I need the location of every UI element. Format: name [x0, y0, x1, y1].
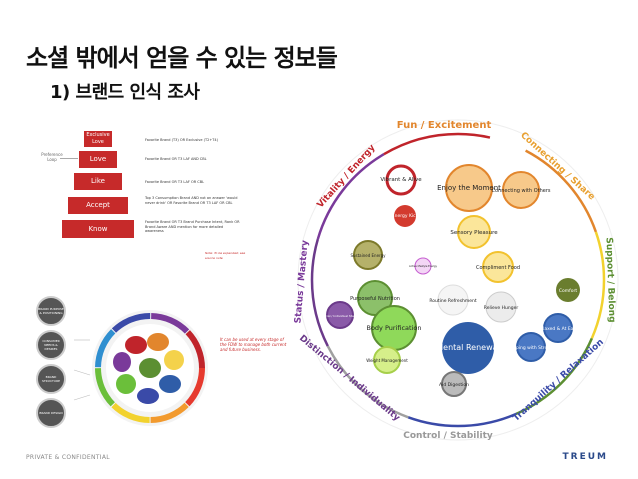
svg-text:Aid Digestion: Aid Digestion [439, 382, 469, 388]
ring-label-vitality: Vitality / Energy [316, 143, 378, 210]
svg-text:Relaxed & At Ease: Relaxed & At Ease [537, 326, 578, 332]
pyramid-desc-2: Favorite Brand OR T3 LAF AND CBL [145, 157, 207, 161]
bubble-energy-kick: Energy Kick [392, 205, 419, 227]
pyramid-desc-5: Favorite Brand OR T3 Brand Purchase Inte… [145, 220, 240, 233]
bubble-active-energy: Active lifestyle Energy [409, 257, 437, 275]
pyramid-level-love: Love [79, 151, 117, 168]
brand-circle-structure: BRAND STRUCTURE [36, 364, 66, 394]
svg-text:Comfort: Comfort [559, 288, 577, 294]
svg-text:Purposeful Nutrition: Purposeful Nutrition [350, 296, 400, 302]
page-subtitle: 1) 브랜드 인식 조사 [50, 82, 200, 103]
bubble-comfort: Comfort [556, 278, 580, 302]
pyramid-desc-1: Favorite Brand (T3) OR Exclusive (T2+T4) [145, 138, 219, 142]
bubble-coping-stress: Coping with Stress [510, 332, 553, 362]
pyramid-desc-3: Favorite Brand OR T3 LAF OR CBL [145, 180, 205, 184]
pyramid-footnote: Note: To be expanded; see source note [205, 251, 246, 260]
svg-text:Vibrant & Alive: Vibrant & Alive [380, 177, 422, 183]
brand-circle-purpose: BRAND PURPOSE & POSITIONING [36, 296, 66, 326]
svg-text:Compliment Food: Compliment Food [476, 265, 520, 271]
ring-label-support: Support / Belong [604, 237, 617, 323]
treum-logo: TREUM [562, 452, 608, 462]
confidential-label: PRIVATE & CONFIDENTIAL [26, 454, 110, 461]
bubble-sustained-energy: Sustained Energy [350, 240, 386, 270]
bubble-routine-refreshment: Routine Refreshment [429, 284, 477, 316]
svg-text:Sensory Pleasure: Sensory Pleasure [450, 230, 498, 236]
brand-circle-design: BRAND DESIGN [36, 398, 66, 428]
pyramid-level-like: Like [74, 173, 122, 190]
svg-text:Coping with Stress: Coping with Stress [510, 345, 553, 351]
brand-circle-needs: CONSUMER NEEDS & DESIRES [36, 330, 66, 360]
needs-wheel: Fun / Excitement Connecting / Share Supp… [293, 119, 619, 441]
bubble-mental-renewal: Mental Renewal [436, 322, 500, 374]
small-needs-wheel [73, 310, 208, 426]
svg-text:Mental Renewal: Mental Renewal [436, 343, 499, 352]
svg-text:Active lifestyle Energy: Active lifestyle Energy [409, 264, 437, 268]
bubble-compliment-food: Compliment Food [476, 251, 520, 283]
bubble-aid-digestion: Aid Digestion [439, 371, 469, 397]
svg-text:Weight Management: Weight Management [366, 358, 408, 363]
bubble-vibrant: Vibrant & Alive [380, 164, 422, 196]
svg-text:Enjoy the Moment: Enjoy the Moment [437, 184, 501, 192]
svg-text:Routine Refreshment: Routine Refreshment [429, 298, 477, 304]
pyramid-level-exclusive-love: Exclusive Love [84, 131, 112, 147]
svg-text:Social / Individual Status: Social / Individual Status [322, 314, 359, 318]
pyramid-desc-4: Top 3 Consumption Brand AND not an answe… [145, 196, 238, 205]
bubble-social-status: Social / Individual Status [322, 301, 359, 329]
pyramid-level-know: Know [62, 220, 134, 238]
bubble-weight-management: Weight Management [366, 346, 408, 374]
svg-text:Relieve Hunger: Relieve Hunger [484, 305, 519, 311]
svg-text:Energy Kick: Energy Kick [392, 213, 419, 219]
bubble-sensory: Sensory Pleasure [450, 215, 498, 249]
bubble-enjoy-moment: Enjoy the Moment [437, 164, 501, 212]
ring-label-status: Status / Mastery [293, 240, 310, 324]
preference-loop-label: Preference Loop [41, 152, 63, 162]
bubble-relaxed-ease: Relaxed & At Ease [537, 313, 579, 343]
svg-text:Sustained Energy: Sustained Energy [350, 253, 386, 258]
ring-label-control: Control / Stability [403, 431, 493, 441]
bubble-purposeful-nutrition: Purposeful Nutrition [350, 280, 400, 316]
side-connector [60, 158, 78, 159]
svg-text:Body Purification: Body Purification [367, 324, 422, 332]
bubble-relieve-hunger: Relieve Hunger [484, 291, 519, 323]
pyramid-level-accept: Accept [68, 197, 128, 214]
ring-label-fun: Fun / Excitement [397, 120, 492, 131]
svg-text:Connecting with Others: Connecting with Others [492, 188, 551, 194]
wheel-usage-note: It can be used at every stage of the FDW… [220, 337, 287, 352]
page-title: 소셜 밖에서 얻을 수 있는 정보들 [26, 44, 338, 72]
bubble-connecting: Connecting with Others [492, 171, 551, 209]
